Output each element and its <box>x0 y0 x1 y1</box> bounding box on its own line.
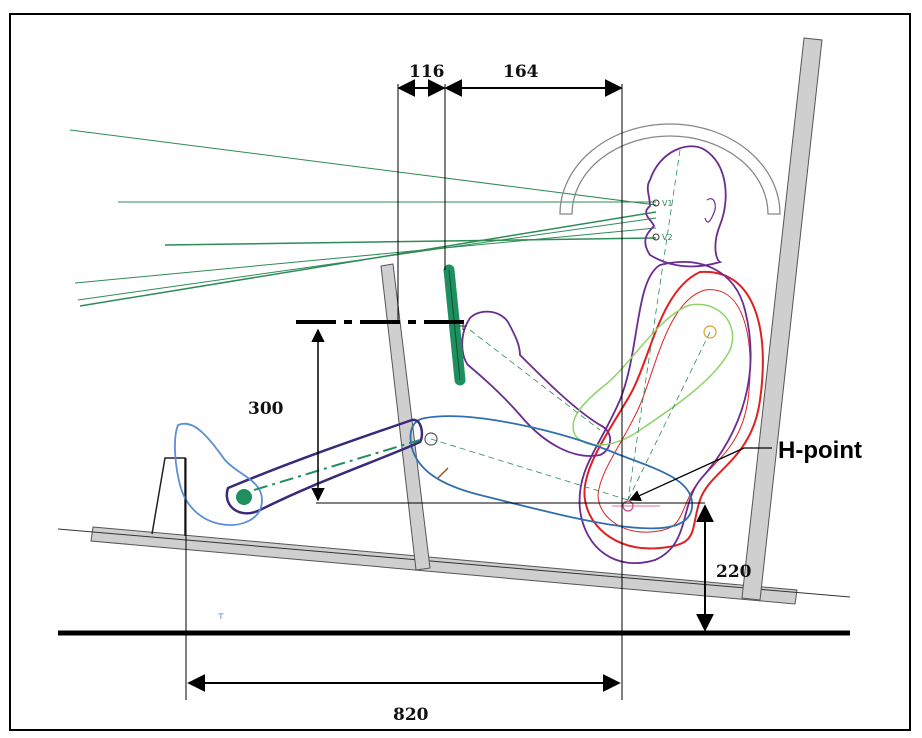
steering-wheel-edge <box>448 269 461 381</box>
shoulder-joint <box>703 325 717 339</box>
eye-label-upper: V1 <box>662 199 673 208</box>
h-point-label: H-point <box>778 437 862 464</box>
lower-leg-outline <box>225 418 424 515</box>
dim-300-label: 300 <box>248 399 284 419</box>
eye-point-lower <box>652 233 660 241</box>
foot-outline <box>174 422 263 526</box>
sight-lines <box>69 129 657 307</box>
leg-centerline <box>253 439 421 491</box>
ear <box>704 198 716 223</box>
steering-column-post <box>380 263 431 571</box>
dim-220-label: 220 <box>716 562 752 582</box>
wheel-center-cross: + <box>458 319 468 333</box>
heel-point <box>236 489 252 505</box>
floor-line <box>57 528 851 598</box>
eye-point-upper <box>652 199 660 207</box>
dim-116-label: 116 <box>409 62 445 82</box>
head-clearance-arc <box>559 123 781 215</box>
dim-164-label: 164 <box>503 62 539 82</box>
thigh-outline <box>409 415 693 530</box>
construction-lines <box>430 149 711 501</box>
eye-label-lower: V2 <box>662 233 673 242</box>
torso-outline <box>578 261 752 565</box>
knee-tick <box>437 467 449 479</box>
dim-820-label: 820 <box>393 705 429 725</box>
h-point-marker <box>612 500 660 512</box>
h-point-leader <box>628 447 745 501</box>
seatback-post <box>741 37 823 601</box>
pedal <box>151 457 186 536</box>
knee-joint <box>424 432 438 446</box>
ground-tick: т <box>218 611 224 622</box>
floor-pan <box>90 526 798 605</box>
diagram-border <box>9 13 911 731</box>
arm-outline <box>461 310 612 457</box>
seat-outline <box>583 270 764 550</box>
head-outline <box>644 145 727 268</box>
